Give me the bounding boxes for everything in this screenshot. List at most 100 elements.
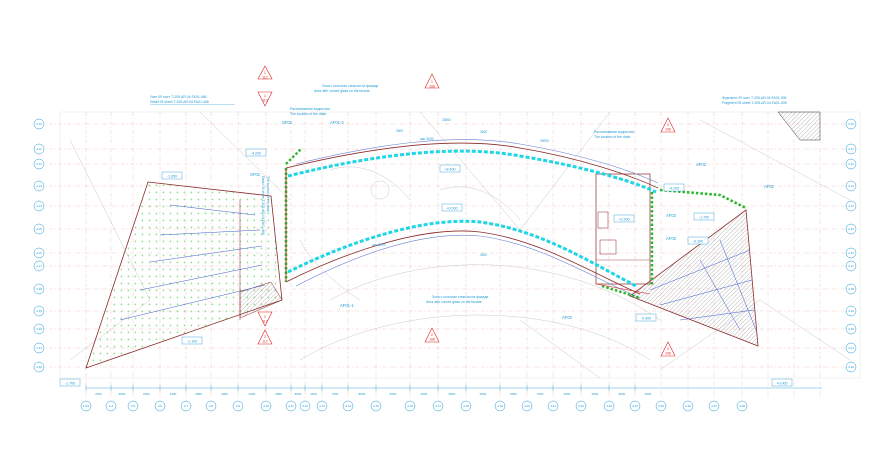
column-axis: 4.28	[736, 400, 748, 412]
column-axis: 4.23	[603, 400, 615, 412]
svg-text:4.13: 4.13	[848, 184, 854, 188]
row-axis-right: 4.18	[845, 283, 857, 295]
dimension-value: 6000	[421, 392, 428, 396]
dimension-value: 8000	[449, 392, 456, 396]
svg-text:4.22: 4.22	[848, 365, 854, 369]
level-tags: -4.200 -1.650 -1.100 -1.700 +8.400 +0.00…	[59, 148, 793, 387]
svg-text:4.22: 4.22	[578, 404, 584, 408]
level-center-top: +8.400	[444, 168, 455, 172]
row-axis-left: 4.20	[33, 323, 45, 335]
column-axis: 4.24	[629, 400, 641, 412]
svg-text:108: 108	[429, 85, 435, 89]
dimension-value: 3200	[645, 392, 652, 396]
zone-af01-1: AF01-1	[340, 303, 354, 308]
svg-text:4.16: 4.16	[407, 404, 413, 408]
row-axis-left: 4.18	[33, 283, 45, 295]
dimension-value: 4100	[310, 392, 317, 396]
row-axis-right: 4.10	[845, 118, 857, 130]
dim-arc-a: шаг 3000	[420, 137, 434, 141]
svg-text:4.19: 4.19	[848, 309, 854, 313]
column-axis: 4.14	[342, 400, 354, 412]
dimension-value: 6000	[564, 392, 571, 396]
svg-text:4.19: 4.19	[36, 309, 42, 313]
dimension-value: 6000	[295, 392, 302, 396]
zone-af01-2: AF01-2	[330, 120, 344, 125]
svg-text:4.11: 4.11	[288, 404, 294, 408]
section-marker-1: 1 112 1 112	[257, 65, 273, 107]
svg-text:4.27: 4.27	[711, 404, 717, 408]
column-axis: 4.6	[154, 400, 166, 412]
level-right-b: -1.700	[699, 216, 709, 220]
dimension-value: 6000	[143, 392, 150, 396]
svg-text:112: 112	[262, 99, 268, 103]
zone-sf02-left: SF02	[250, 172, 261, 177]
column-axis: 4.13	[316, 400, 328, 412]
glass-note-bottom-en: Area with curved glass on the facade.	[426, 300, 483, 304]
dimension-value: 3000	[221, 392, 228, 396]
column-axis: 4.9	[232, 400, 244, 412]
svg-text:108: 108	[665, 352, 671, 356]
svg-text:108: 108	[665, 128, 671, 132]
fragment-note-en: Fragment 09 sheet T-205-AR-04-FA01-306	[722, 101, 787, 105]
dimension-value: 8000	[619, 392, 626, 396]
column-axis: 4.22	[575, 400, 587, 412]
right-triangle-zone	[629, 209, 759, 347]
svg-text:4.18: 4.18	[463, 404, 469, 408]
level-left-bottom: -1.100	[187, 340, 197, 344]
svg-text:2: 2	[264, 315, 266, 319]
glass-note-top-ru: Зона с колотым стеклом на фасаде	[322, 84, 378, 88]
svg-text:4.21: 4.21	[36, 346, 42, 350]
drain-note-left-ru: Расположение водостока	[290, 107, 330, 111]
dimension-value: 3700	[95, 392, 102, 396]
column-axis: 4.11	[285, 400, 297, 412]
svg-text:4.26: 4.26	[685, 404, 691, 408]
row-axes-right: 4.104.114.124.134.144.154.164.174.184.19…	[845, 118, 857, 373]
dimension-value: 6000	[390, 392, 397, 396]
column-axis: 4.25	[655, 400, 667, 412]
dim-arc-b: 3000	[396, 129, 403, 133]
row-axis-left: 4.10	[33, 118, 45, 130]
svg-text:4.6: 4.6	[158, 404, 163, 408]
column-axis: 4.10	[260, 400, 272, 412]
level-center: +0.000	[446, 207, 457, 211]
drain-note-right-en: The location of the drain	[594, 135, 630, 139]
row-axis-right: 4.20	[845, 323, 857, 335]
red-accents	[285, 168, 651, 295]
svg-text:4.17: 4.17	[848, 264, 854, 268]
glass-note-bottom-ru: Зона с колотым стеклом на фасаде	[432, 295, 488, 299]
dim-arc-f: 3000	[480, 253, 487, 257]
dim-arc-c: 3000	[480, 130, 487, 134]
svg-text:4.12: 4.12	[302, 404, 308, 408]
svg-text:4.7: 4.7	[184, 404, 189, 408]
level-right-corner: +0.000	[776, 382, 787, 386]
level-right-d: -0.000	[641, 317, 651, 321]
svg-text:4.11: 4.11	[848, 147, 854, 151]
svg-text:4.19: 4.19	[497, 404, 503, 408]
column-axis: 4.19	[494, 400, 506, 412]
central-building	[285, 142, 659, 295]
level-right-a: -4.200	[669, 187, 679, 191]
drain-note-left-en: The location of the drain	[290, 112, 326, 116]
row-axis-left: 4.21	[33, 342, 45, 354]
plan-frame	[59, 111, 861, 379]
svg-text:4.9: 4.9	[236, 404, 241, 408]
level-right-mid: +3.200	[618, 218, 629, 222]
dimension-value: 6000	[592, 392, 599, 396]
column-axis: 4.20	[521, 400, 533, 412]
background-geometry	[69, 111, 851, 379]
svg-text:4.16: 4.16	[36, 251, 42, 255]
column-axis: 4.3/1	[80, 400, 92, 412]
dimension-value: 3000	[195, 392, 202, 396]
dimension-value: 4200	[249, 392, 256, 396]
column-axis: 4.21	[547, 400, 559, 412]
svg-text:4.18: 4.18	[848, 287, 854, 291]
row-axis-right: 4.21	[845, 342, 857, 354]
svg-text:1: 1	[264, 71, 266, 75]
svg-text:4.14: 4.14	[345, 404, 351, 408]
dim-arc-d: 20000	[540, 139, 549, 143]
svg-text:2: 2	[431, 333, 433, 337]
row-axis-right: 4.16	[845, 247, 857, 259]
svg-text:2: 2	[264, 335, 266, 339]
svg-text:4.12: 4.12	[848, 162, 854, 166]
